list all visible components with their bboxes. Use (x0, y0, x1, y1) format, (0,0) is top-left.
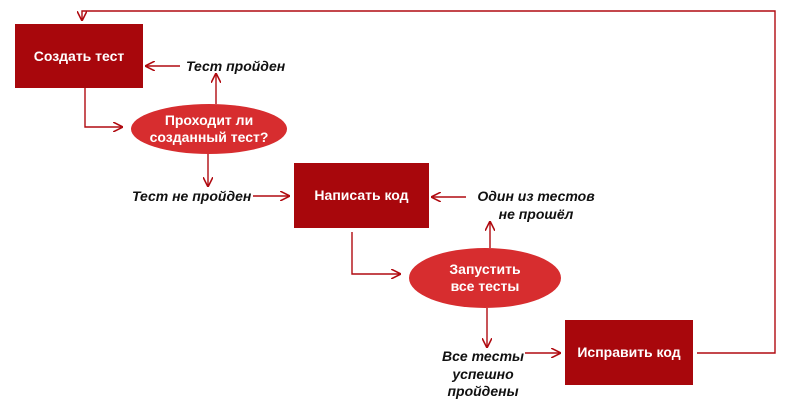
node-test-passes-question: Проходит ли созданный тест? (131, 104, 287, 154)
arrow-fix-loop-to-create (82, 10, 776, 354)
node-fix-code: Исправить код (565, 320, 693, 385)
node-create-test-label: Создать тест (33, 47, 125, 64)
node-fix-code-label: Исправить код (577, 344, 681, 361)
node-write-code-label: Написать код (314, 187, 409, 204)
arrow-write-to-run (351, 232, 400, 274)
node-test-passes-question-label: Проходит ли созданный тест? (149, 111, 269, 146)
node-create-test: Создать тест (15, 24, 143, 88)
node-run-tests-label: Запустить все тесты (449, 260, 521, 295)
node-write-code: Написать код (294, 163, 429, 228)
label-all-tests-passed: Все тесты успешно пройдены (442, 348, 524, 399)
arrow-create-to-question (84, 88, 122, 127)
label-test-passed: Тест пройден (186, 58, 286, 74)
label-test-not-passed: Тест не пройден (132, 188, 252, 204)
label-one-test-failed: Один из тестов не прошёл (477, 188, 595, 222)
node-run-tests: Запустить все тесты (409, 248, 561, 308)
